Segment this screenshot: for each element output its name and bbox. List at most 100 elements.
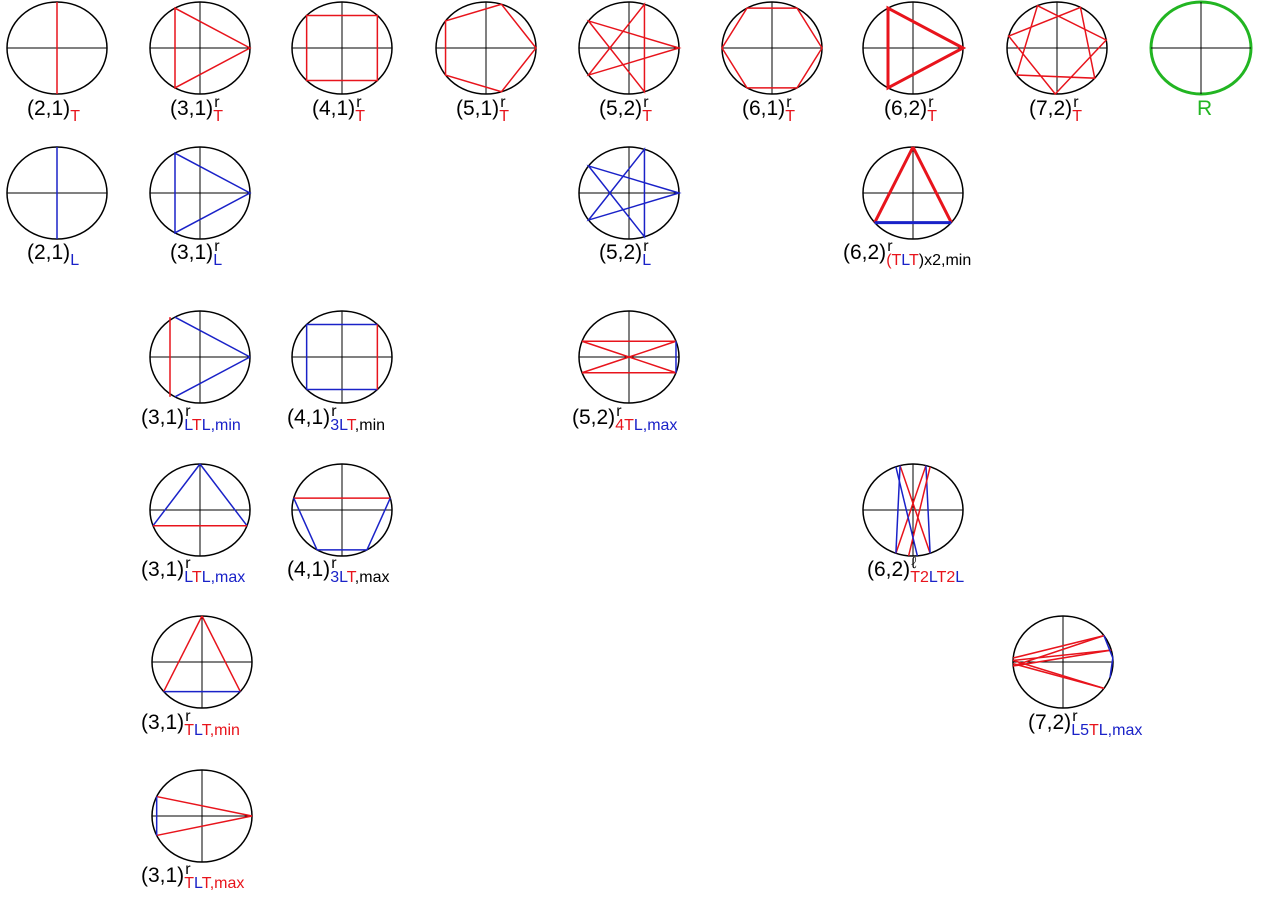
subscript-part: T (927, 108, 937, 125)
subscript-part: ( (886, 252, 892, 269)
subscript-part: L5 (1071, 722, 1089, 739)
label-superscript: r (643, 238, 649, 255)
chord-polygon (174, 151, 252, 235)
figure-fig-5-1-T (435, 1, 537, 95)
figure-fig-5-2-L (578, 146, 682, 240)
chord-segment (581, 340, 677, 374)
subscript-part: T (909, 252, 919, 269)
chord-segment (199, 463, 248, 527)
label-base: (6,2) (843, 241, 887, 264)
subscript-part: T2 (936, 569, 956, 586)
subscript-part: ,min (354, 417, 386, 434)
label-superscript: r (214, 94, 220, 111)
subscript-part: T,max (201, 875, 245, 892)
figure-fig-3-1-L (149, 146, 252, 240)
subscript-part: L,max (201, 569, 246, 586)
subscript-part: L (184, 417, 192, 434)
figure-fig-2-1-L (6, 146, 108, 240)
chord-segment (895, 465, 927, 554)
label-subscript: T (785, 109, 795, 125)
label-base: R (1197, 97, 1213, 120)
subscript-part: 3L (330, 417, 347, 434)
label-subscript: T (927, 109, 937, 125)
label-subscript: T (642, 109, 652, 125)
subscript-part: L (642, 252, 652, 269)
subscript-part: T (642, 108, 652, 125)
label-base: (6,2) (867, 558, 911, 581)
label-base: (2,1) (27, 241, 71, 264)
label-superscript: r (185, 708, 191, 725)
subscript-part: T (191, 569, 202, 586)
chord-segment (907, 466, 931, 557)
subscript-part: T (1088, 722, 1099, 739)
label-base: (3,1) (141, 558, 185, 581)
chord-segment (174, 316, 251, 358)
label-base: (3,1) (141, 864, 185, 887)
subscript-part: T (213, 108, 223, 125)
subscript-part: )x2,min (918, 252, 972, 269)
subscript-part: L (193, 722, 202, 739)
label-superscript: r (1072, 708, 1078, 725)
subscript-part: ,max (354, 569, 390, 586)
label-subscript: T (1072, 109, 1082, 125)
label-base: (3,1) (141, 406, 185, 429)
label-superscript: r (185, 555, 191, 572)
chord-segment (152, 463, 201, 527)
chord-polygon (586, 147, 682, 239)
label-base: (7,2) (1028, 711, 1072, 734)
label-base: (4,1) (287, 406, 331, 429)
label-superscript: r (786, 94, 792, 111)
label-base: (3,1) (170, 97, 214, 120)
chord-segment (293, 497, 318, 551)
subscript-part: 4T (615, 417, 634, 434)
label-subscript: T (499, 109, 509, 125)
figure-fig-3-1-LTL-min (149, 310, 251, 404)
subscript-part: L (955, 569, 965, 586)
label-superscript: r (928, 94, 934, 111)
subscript-part: L (70, 252, 80, 269)
subscript-part: L (901, 252, 910, 269)
label-superscript: ℓ (911, 555, 917, 572)
chord-segment (1013, 634, 1105, 659)
label-superscript: r (185, 403, 191, 420)
chord-segment (1012, 649, 1112, 662)
label-base: (5,2) (599, 97, 643, 120)
subscript-part: T2 (910, 569, 929, 586)
subscript-part: T (184, 875, 194, 892)
subscript-part: T (499, 108, 509, 125)
chord-polygon (721, 7, 823, 89)
label-base: (2,1) (27, 97, 71, 120)
label-subscript: L (642, 253, 651, 269)
label-superscript: r (331, 403, 337, 420)
label-subscript: T (70, 109, 80, 125)
subscript-part: L (928, 569, 937, 586)
chord-segment (911, 146, 953, 224)
label-subscript: 3LT,max (330, 570, 389, 586)
figure-label: (2,1)T (27, 97, 80, 125)
subscript-part: T (191, 417, 202, 434)
label-superscript: r (500, 94, 506, 111)
label-base: (5,1) (456, 97, 500, 120)
figure-fig-R (1149, 0, 1253, 96)
label-subscript: L (213, 253, 222, 269)
chord-polygon (174, 6, 252, 90)
figure-fig-3-1-TLT-max (151, 769, 253, 863)
label-subscript: T (213, 109, 223, 125)
figure-fig-3-1-LTL-max (149, 463, 251, 557)
figure-fig-4-1-3LT-max (291, 463, 393, 557)
figure-label: (6,2)r(TLT)x2,min (843, 239, 971, 269)
chord-segment (1012, 634, 1105, 667)
figure-fig-2-1-T (6, 1, 108, 95)
figure-fig-6-2-TLTx2-min (862, 146, 964, 240)
chord-segment (1012, 662, 1105, 690)
chord-segment (156, 815, 253, 837)
